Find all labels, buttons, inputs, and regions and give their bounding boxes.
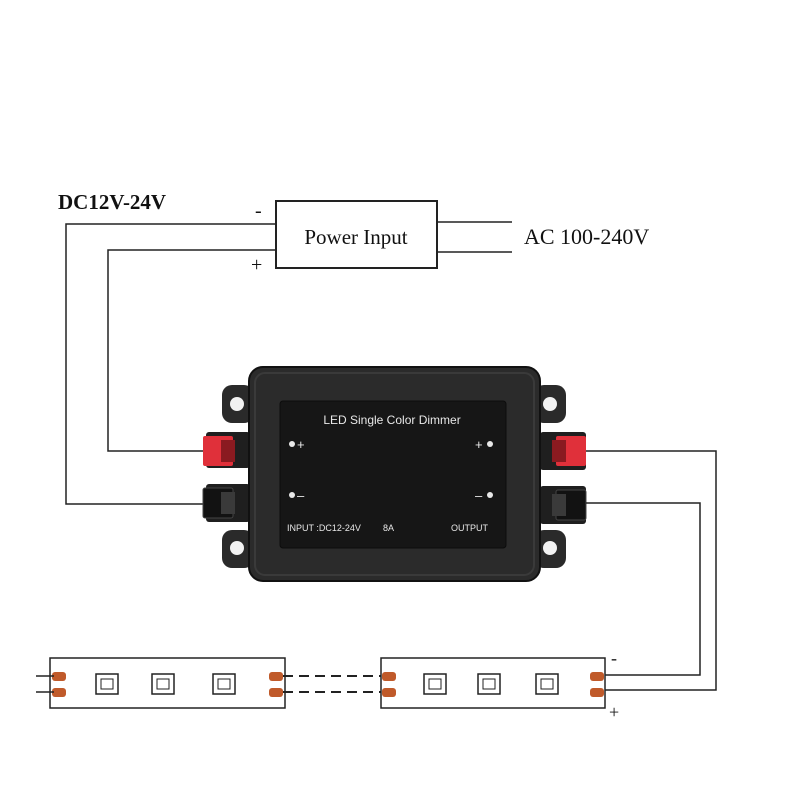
input-spec-label: INPUT :DC12-24V <box>287 523 361 533</box>
in-plus-dot <box>289 441 295 447</box>
ac-voltage-label: AC 100-240V <box>524 224 649 249</box>
strip-dashed-connection <box>283 675 382 693</box>
output-wires <box>586 450 717 691</box>
led-chip <box>423 673 447 695</box>
dc-minus-sign: - <box>255 200 262 222</box>
dimmer-controller: LED Single Color Dimmer + – + – INPUT :D… <box>202 366 587 582</box>
in-plus-sign: + <box>297 437 305 452</box>
input-terminals <box>202 432 250 522</box>
in-minus-sign: – <box>297 488 305 503</box>
led-strip-right <box>380 657 606 709</box>
dc-input-wires <box>65 223 276 505</box>
strip-pad <box>269 688 283 697</box>
ac-wires <box>437 221 512 253</box>
out-minus-dot <box>487 492 493 498</box>
in-minus-dot <box>289 492 295 498</box>
strip-plus-sign: + <box>609 702 619 722</box>
output-terminals <box>540 432 587 524</box>
strip-pad <box>590 672 604 681</box>
dc-plus-sign: + <box>251 254 262 276</box>
controller-title: LED Single Color Dimmer <box>323 413 460 427</box>
led-chip <box>477 673 501 695</box>
mounting-ears <box>222 385 566 568</box>
led-chip <box>212 673 236 695</box>
strip-pad <box>52 688 66 697</box>
out-minus-sign: – <box>475 488 483 503</box>
out-plus-dot <box>487 441 493 447</box>
strip-minus-sign: - <box>611 648 617 668</box>
led-chip <box>95 673 119 695</box>
power-input-label: Power Input <box>304 225 407 249</box>
dc-voltage-label: DC12V-24V <box>58 190 166 214</box>
current-rating-label: 8A <box>383 523 394 533</box>
strip-pad <box>382 672 396 681</box>
strip-pad <box>590 688 604 697</box>
strip-pad <box>269 672 283 681</box>
led-strip-left <box>49 657 286 709</box>
output-label: OUTPUT <box>451 523 489 533</box>
strip-pad <box>382 688 396 697</box>
strip-left-leads <box>36 675 54 693</box>
led-chip <box>535 673 559 695</box>
out-plus-sign: + <box>475 437 483 452</box>
controller-panel <box>279 400 507 549</box>
power-input-box <box>275 200 438 269</box>
strip-pad <box>52 672 66 681</box>
led-chip <box>151 673 175 695</box>
